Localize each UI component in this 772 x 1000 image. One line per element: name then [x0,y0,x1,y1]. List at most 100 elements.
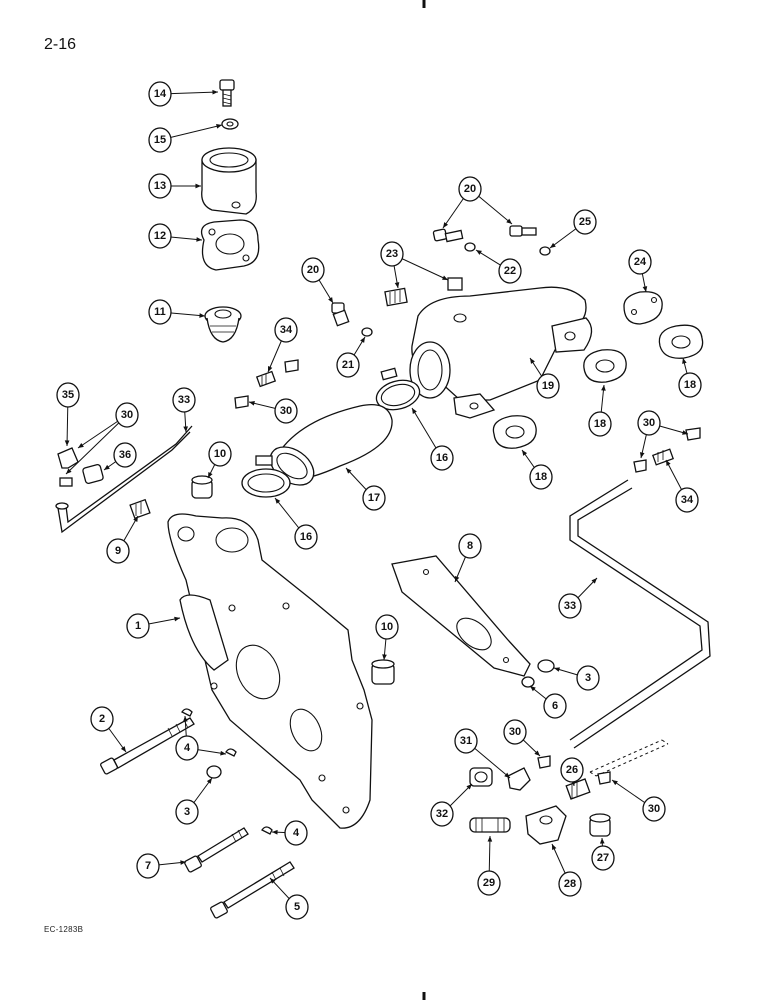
part-27-plug [589,813,611,837]
callout-number: 9 [115,545,121,557]
callout-bubble [175,799,199,825]
callout-bubble [136,853,160,879]
callout-bubble [148,223,172,249]
callout-arrowhead [639,452,645,458]
callout-bubble [175,735,199,761]
callout-number: 16 [436,452,448,464]
callout-5: 5 [269,877,309,920]
callout-bubble [148,299,172,325]
callout-36: 36 [103,442,137,471]
callout-10: 10 [375,614,399,661]
callout-number: 6 [552,700,558,712]
callout-arrowhead [612,780,618,786]
callout-29: 29 [477,835,501,896]
part-34-fitting-upper [255,370,277,388]
callout-bubble [675,487,699,513]
callout-arrowhead [443,222,449,228]
part-4-lock-washer-lower [261,826,273,835]
callout-number: 10 [214,448,226,460]
part-20-bolt-upper-right [509,225,537,237]
callout-arrowhead [522,450,528,456]
part-10-plug-right [371,659,395,685]
callout-bubble [642,796,666,822]
part-14-bolt [219,79,235,107]
callout-33: 33 [172,387,196,433]
callout-arrowhead [64,440,70,446]
callout-bubble [477,870,501,896]
callout-bubble [628,249,652,275]
callout-bubble [294,524,318,550]
callout-arrowhead [382,654,387,660]
callout-arrowhead [682,430,688,435]
callout-34: 34 [267,317,298,373]
callout-arrowhead [268,366,273,372]
callout-number: 1 [135,620,141,632]
callout-arrowhead [275,498,281,504]
callout-bubble [301,257,325,283]
callout-35: 35 [56,382,80,447]
callout-leader-line [65,414,128,475]
callout-30: 30 [65,402,139,475]
part-32-adapter [469,767,493,787]
callout-number: 30 [643,417,655,429]
callout-arrowhead [208,472,213,478]
callout-arrowhead [196,237,202,242]
callout-bubble [458,176,482,202]
callout-28: 28 [551,843,582,897]
callout-arrowhead [206,778,212,784]
callout-arrowhead [180,860,186,865]
callout-13: 13 [148,173,201,199]
callout-16: 16 [274,497,318,550]
callout-21: 21 [336,336,366,378]
callout-bubble [148,81,172,107]
callout-number: 8 [467,540,473,552]
callout-number: 30 [509,726,521,738]
callout-number: 34 [280,324,293,336]
callout-20: 20 [442,176,513,229]
callout-number: 24 [634,256,647,268]
callout-arrowhead [601,385,606,391]
callout-bubble [560,757,584,783]
callout-16: 16 [411,407,454,471]
callout-number: 18 [535,471,547,483]
part-18-gasket-right [658,324,704,359]
part-33-tube-left [55,425,193,534]
callout-bubble [588,411,612,437]
callout-number: 30 [280,405,292,417]
part-11-thermostat [204,306,242,343]
callout-bubble [56,382,80,408]
callout-24: 24 [628,249,652,293]
callout-number: 4 [293,827,300,839]
callout-number: 19 [542,380,554,392]
callout-number: 10 [381,621,393,633]
callout-bubble [148,173,172,199]
callout-number: 5 [294,901,300,913]
callout-22: 22 [475,249,522,284]
part-4-lock-washer-top [181,708,193,717]
callout-14: 14 [148,81,219,107]
callout-arrowhead [360,337,365,343]
callout-bubble [274,317,298,343]
callout-23: 23 [380,241,449,289]
callout-arrowhead [591,578,597,584]
callout-11: 11 [148,299,206,325]
callout-number: 33 [178,394,190,406]
callout-arrowhead [506,218,512,224]
callout-bubble [148,127,172,153]
part-4-lock-washer-middle [225,748,237,757]
callout-arrowhead [195,183,201,189]
part-30-clip-lower-right [597,771,611,785]
callout-arrowhead [552,844,557,850]
part-30-clips-upper [234,359,299,409]
callout-4: 4 [175,715,227,761]
callout-10: 10 [207,441,232,479]
callout-bubble [285,894,309,920]
callout-27: 27 [591,837,615,871]
callout-bubble [208,441,232,467]
callout-bubble [503,719,527,745]
callout-bubble [637,410,661,436]
callout-number: 13 [154,180,166,192]
callout-arrowhead [183,426,188,432]
part-12-gasket [200,219,260,271]
part-26-fitting [565,778,591,800]
